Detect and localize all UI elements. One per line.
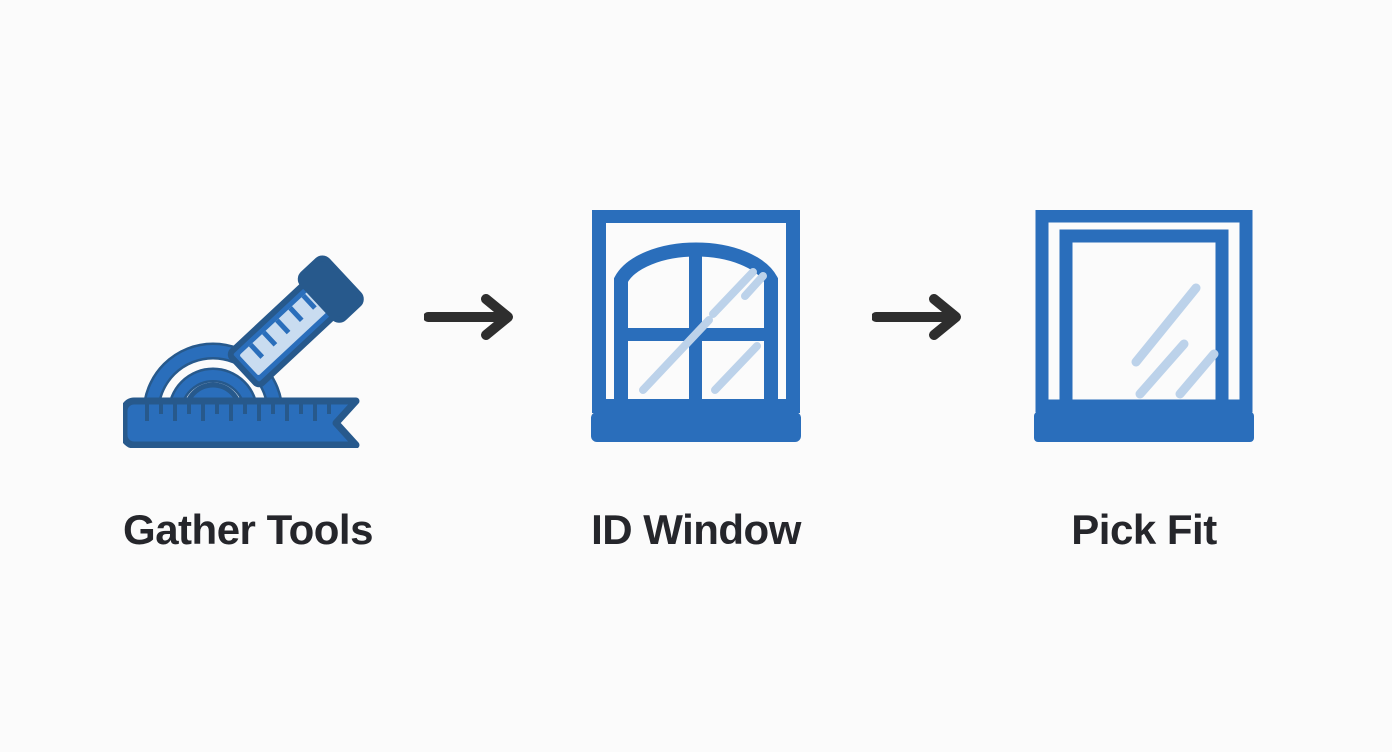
flow-step-label-pick-fit: Pick Fit — [1071, 506, 1217, 553]
tape-measure-ruler-icon — [123, 198, 373, 448]
arrow-right-icon — [424, 294, 520, 340]
flow-step-gather-tools: Gather Tools — [83, 198, 413, 554]
flow-step-label-gather-tools: Gather Tools — [123, 506, 373, 553]
flow-connector-2 — [861, 294, 979, 340]
flow-connector-1 — [413, 294, 531, 340]
arrow-right-icon — [872, 294, 968, 340]
flow-step-id-window: ID Window — [531, 198, 861, 554]
arched-window-icon — [581, 198, 811, 448]
square-window-icon — [1028, 198, 1260, 448]
flow-step-label-id-window: ID Window — [591, 506, 801, 553]
flow-step-pick-fit: Pick Fit — [979, 198, 1309, 554]
